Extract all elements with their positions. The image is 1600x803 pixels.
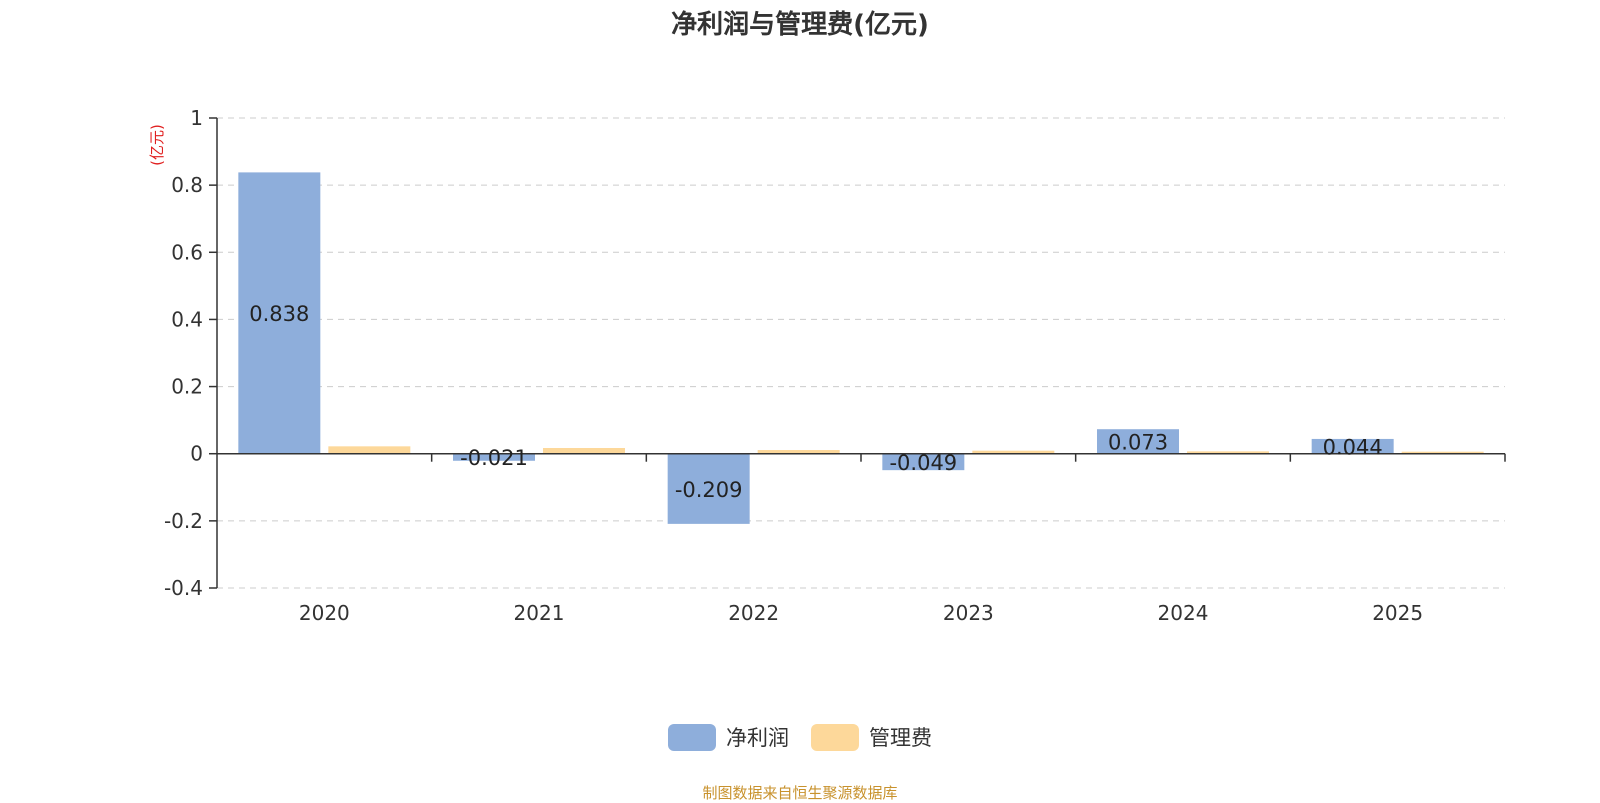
data-label: 0.073 — [1108, 430, 1168, 454]
legend-label-management-fee: 管理费 — [869, 726, 932, 750]
y-tick-label: 0.2 — [171, 375, 203, 399]
y-axis-unit-label: (亿元) — [148, 124, 166, 166]
y-tick-label: -0.4 — [164, 576, 203, 600]
gridlines — [217, 117, 1505, 589]
data-label: 0.838 — [249, 302, 309, 326]
legend-swatch-net-profit — [668, 723, 716, 751]
bar-management-fee — [543, 448, 625, 454]
bar-net-profit — [453, 453, 535, 461]
x-tick-label: 2020 — [299, 601, 350, 625]
y-tick-label: 0.4 — [171, 307, 203, 331]
bar-net-profit — [238, 172, 321, 454]
bar-management-fee — [1187, 451, 1269, 454]
bar-net-profit — [882, 453, 965, 471]
legend-label-net-profit: 净利润 — [726, 726, 789, 750]
data-labels: 0.838 -0.021 -0.209 -0.049 0.073 0.044 — [249, 302, 1382, 502]
x-tick-label: 2022 — [728, 601, 779, 625]
bar-net-profit — [1097, 429, 1179, 454]
chart-title: 净利润与管理费(亿元) — [671, 10, 929, 40]
bar-management-fee — [1401, 451, 1484, 454]
x-tick-label: 2024 — [1158, 601, 1209, 625]
bar-management-fee — [757, 450, 840, 454]
y-tick-label: 0.6 — [171, 240, 203, 264]
bars — [238, 172, 1484, 524]
bar-net-profit — [1311, 438, 1394, 454]
data-label: -0.021 — [460, 446, 528, 470]
source-note: 制图数据来自恒生聚源数据库 — [702, 784, 898, 802]
x-tick-label: 2025 — [1372, 601, 1423, 625]
y-tick-label: 1 — [190, 106, 203, 130]
legend-swatch-management-fee — [811, 723, 859, 751]
legend: 净利润 管理费 — [0, 722, 1600, 752]
y-tick-label: 0.8 — [171, 173, 203, 197]
x-tick-label: 2021 — [514, 601, 565, 625]
axes: -0.4 -0.2 0 0.2 0.4 0.6 0.8 1 2020 2021 2022 2023 20… — [164, 106, 1506, 625]
bar-management-fee — [972, 450, 1055, 454]
data-label: -0.049 — [889, 451, 957, 475]
bar-management-fee — [328, 446, 411, 454]
bar-net-profit — [667, 453, 750, 524]
data-label: 0.044 — [1323, 435, 1383, 459]
legend-item-net-profit[interactable]: 净利润 — [668, 722, 789, 752]
legend-item-management-fee[interactable]: 管理费 — [811, 722, 932, 752]
y-tick-label: 0 — [190, 442, 203, 466]
x-tick-label: 2023 — [943, 601, 994, 625]
y-tick-label: -0.2 — [164, 509, 203, 533]
data-label: -0.209 — [675, 478, 743, 502]
